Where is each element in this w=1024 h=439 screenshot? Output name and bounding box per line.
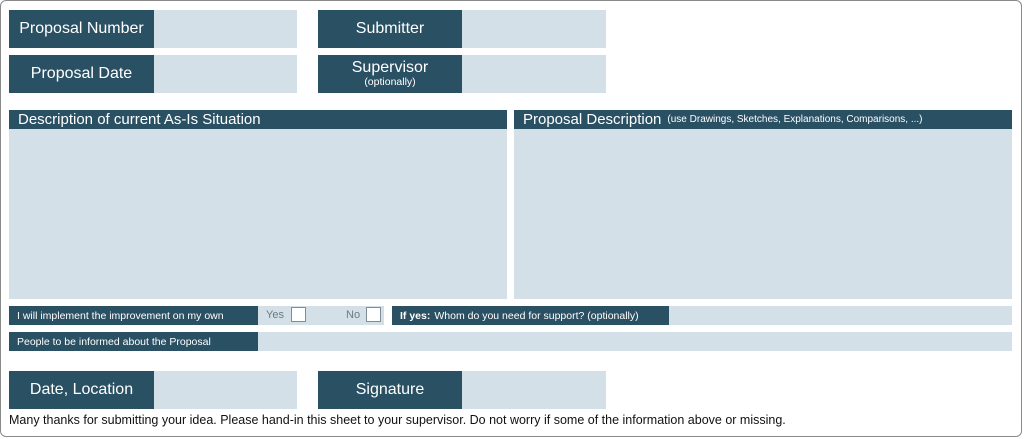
submitter-label-text: Submitter — [355, 20, 425, 37]
signature-field[interactable] — [462, 371, 606, 409]
as-is-section-header: Description of current As-Is Situation — [9, 110, 507, 129]
date-location-field[interactable] — [154, 371, 297, 409]
yes-label: Yes — [266, 309, 284, 321]
as-is-section-title: Description of current As-Is Situation — [18, 111, 261, 128]
no-label: No — [346, 309, 361, 321]
proposal-date-label-text: Proposal Date — [30, 65, 133, 82]
proposal-description-field[interactable] — [514, 129, 1012, 299]
proposal-section-hint: (use Drawings, Sketches, Explanations, C… — [667, 114, 923, 125]
supervisor-label: Supervisor (optionally) — [318, 55, 462, 93]
inform-label: People to be informed about the Proposal — [9, 332, 258, 351]
implement-choice-area — [258, 306, 384, 325]
signature-label-text: Signature — [355, 381, 425, 398]
submitter-field[interactable] — [462, 10, 606, 48]
support-label-if-yes: If yes: — [400, 309, 431, 322]
inform-field[interactable] — [258, 332, 1012, 351]
implement-label: I will implement the improvement on my o… — [9, 306, 258, 325]
supervisor-optional-note: (optionally) — [364, 75, 416, 88]
proposal-date-field[interactable] — [154, 55, 297, 93]
proposal-number-field[interactable] — [154, 10, 297, 48]
signature-label: Signature — [318, 371, 462, 409]
footer-note: Many thanks for submitting your idea. Pl… — [9, 413, 786, 427]
support-label: If yes: Whom do you need for support? (o… — [392, 306, 669, 325]
submitter-label: Submitter — [318, 10, 462, 48]
proposal-number-label-text: Proposal Number — [19, 20, 144, 37]
date-location-label-text: Date, Location — [29, 381, 134, 398]
as-is-description-field[interactable] — [9, 129, 507, 299]
inform-label-text: People to be informed about the Proposal — [17, 335, 211, 348]
proposal-section-header: Proposal Description (use Drawings, Sket… — [514, 110, 1012, 129]
no-checkbox[interactable] — [366, 307, 381, 322]
yes-checkbox[interactable] — [291, 307, 306, 322]
date-location-label: Date, Location — [9, 371, 154, 409]
supervisor-label-text: Supervisor — [351, 59, 429, 77]
support-label-text: Whom do you need for support? (optionall… — [434, 309, 639, 322]
implement-label-text: I will implement the improvement on my o… — [17, 309, 224, 322]
proposal-section-title: Proposal Description — [523, 111, 662, 128]
proposal-number-label: Proposal Number — [9, 10, 154, 48]
supervisor-field[interactable] — [462, 55, 606, 93]
proposal-date-label: Proposal Date — [9, 55, 154, 93]
support-field[interactable] — [669, 306, 1012, 325]
